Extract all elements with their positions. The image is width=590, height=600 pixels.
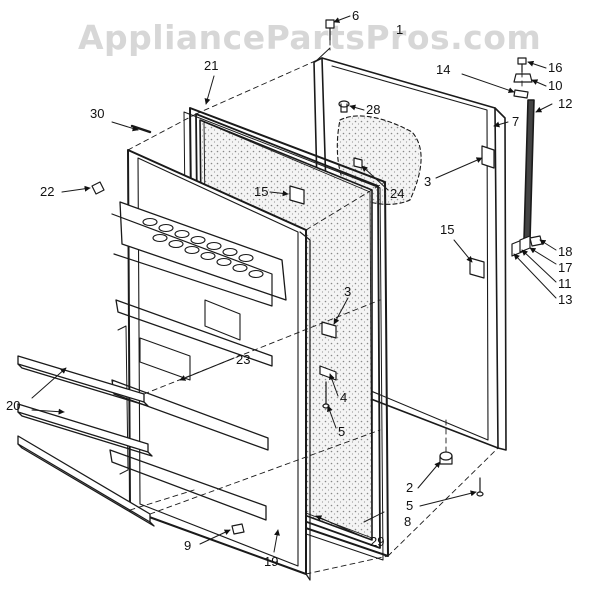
callout-29: 29 [370, 534, 384, 549]
callout-8: 8 [404, 514, 411, 529]
callout-20: 20 [6, 398, 20, 413]
callout-22: 22 [40, 184, 54, 199]
callout-3-upper: 3 [424, 174, 431, 189]
callout-21: 21 [204, 58, 218, 73]
callout-30: 30 [90, 106, 104, 121]
callout-5-left: 5 [338, 424, 345, 439]
callout-11: 11 [558, 276, 572, 291]
callout-labels: 6 1 16 10 14 12 21 28 7 30 22 15 24 3 15… [6, 8, 572, 569]
callout-2: 2 [406, 480, 413, 495]
callout-12: 12 [558, 96, 572, 111]
callout-17: 17 [558, 260, 572, 275]
callout-19: 19 [264, 554, 278, 569]
callout-1: 1 [396, 22, 403, 37]
callout-10: 10 [548, 78, 562, 93]
watermark-text: AppliancePartsPros.com [78, 18, 542, 57]
callout-23: 23 [236, 352, 250, 367]
hardware-parts [91, 19, 543, 535]
callout-6: 6 [352, 8, 359, 23]
inner-door-liner [109, 149, 311, 581]
panel-cutaway [336, 115, 422, 205]
callout-16: 16 [548, 60, 562, 75]
callout-9: 9 [184, 538, 191, 553]
callout-18: 18 [558, 244, 572, 259]
leader-lines [31, 15, 557, 553]
callout-14: 14 [436, 62, 450, 77]
callout-4: 4 [340, 390, 347, 405]
callout-24: 24 [390, 186, 404, 201]
callout-3-lower: 3 [344, 284, 351, 299]
callout-7: 7 [512, 114, 519, 129]
shelf-rails [17, 355, 155, 527]
callout-15-lower: 15 [440, 222, 454, 237]
callout-5-right: 5 [406, 498, 413, 513]
handle-strip [523, 99, 535, 241]
alignment-lines [127, 39, 523, 575]
callout-28: 28 [366, 102, 380, 117]
callout-15-upper: 15 [254, 184, 268, 199]
callout-13: 13 [558, 292, 572, 307]
